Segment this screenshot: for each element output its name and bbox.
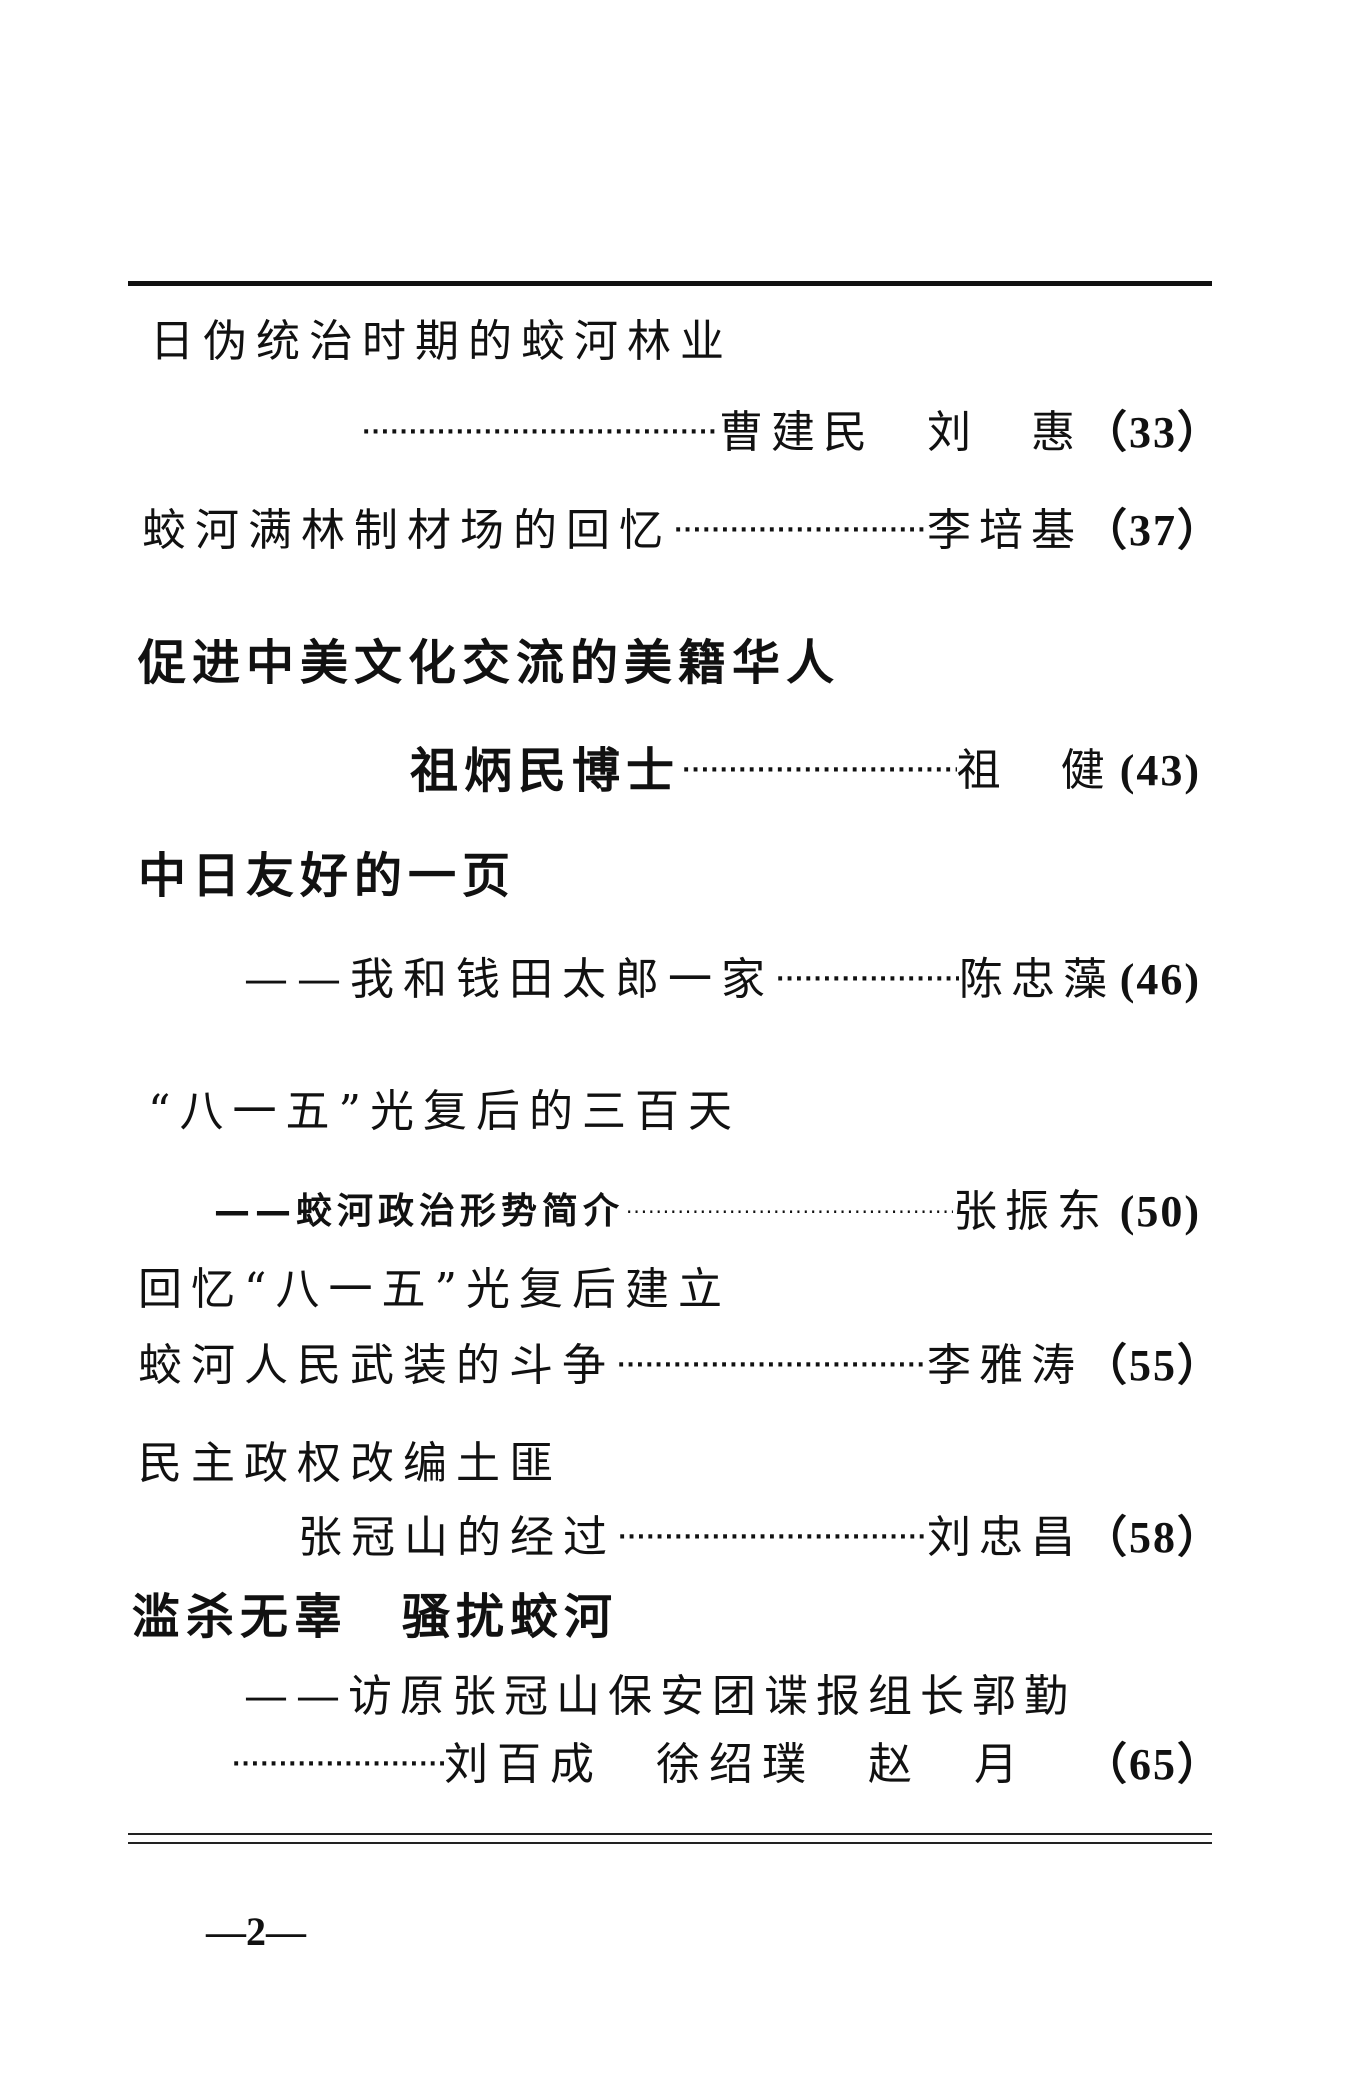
toc-entry-byline[interactable]: 张冠山的经过 ·································… [298,1515,1223,1561]
toc-entry-authors: 祖 健 [956,745,1113,796]
toc-entry-title[interactable]: 民主政权改编土匪 [138,1438,562,1489]
leader-dots: ········································… [682,760,957,782]
toc-entry-page: （37） [1083,506,1223,555]
bottom-rule [128,1833,1212,1835]
toc-entry-page: （55） [1083,1341,1223,1390]
toc-entry-title[interactable]: 滥杀无辜 骚扰蛟河 [132,1589,619,1645]
toc-entry-byline[interactable]: ········································… [360,410,1223,456]
toc-entry-authors: 刘忠昌 [927,1512,1083,1563]
toc-entry-byline[interactable]: ········································… [230,1742,1223,1788]
toc-entry-subtitle: ——蛟河政治形势简介 [214,1191,625,1232]
toc-entry-page: （58） [1083,1513,1223,1562]
toc-entry-page: （33） [1083,408,1223,457]
toc-entry-title-continued: 祖炳民博士 [410,743,681,799]
toc-entry-title[interactable]: 中日友好的一页 [138,848,517,904]
toc-entry-authors: 陈忠藻 [959,954,1116,1005]
toc-entry-title: 蛟河满林制材场的回忆 [142,505,672,556]
toc-entry-byline[interactable]: ——蛟河政治形势简介 ·····························… [214,1190,1201,1234]
toc-entry-authors: 李培基 [927,505,1083,556]
toc-entry-subtitle: ——我和钱田太郎一家 [244,954,774,1005]
toc-entry-byline[interactable]: ——我和钱田太郎一家 ·····························… [244,957,1201,1003]
toc-entry-subtitle: ——访原张冠山保安团谍报组长郭勤 [244,1671,1076,1722]
toc-entry-page: (46) [1119,955,1201,1004]
toc-entry-byline[interactable]: 蛟河人民武装的斗争 ······························… [138,1343,1223,1389]
leader-dots: ········································… [362,422,719,444]
toc-entry-byline[interactable]: 祖炳民博士 ··································… [410,746,1201,796]
toc-entry-title[interactable]: 回忆“八一五”光复后建立 [138,1264,731,1315]
leader-dots: ········································… [232,1754,444,1776]
toc-entry-authors: 刘百成 徐绍璞 赵 月 [444,1739,1027,1790]
leader-dots: ········································… [626,1202,953,1222]
toc-entry-page: (50) [1119,1187,1201,1236]
leader-dots: ········································… [617,1355,927,1377]
top-rule [128,281,1212,286]
toc-entry-title-continued: 蛟河人民武装的斗争 [138,1340,615,1391]
leader-dots: ········································… [618,1527,927,1549]
toc-entry-page: (43) [1119,746,1201,795]
page-number: —2— [206,1909,306,1954]
toc-entry-title[interactable]: 促进中美文化交流的美籍华人 [138,635,841,691]
toc-entry-page: （65） [1083,1740,1223,1789]
toc-entry-authors: 张振东 [953,1186,1110,1237]
leader-dots: ········································… [776,969,960,991]
bottom-rule [128,1842,1212,1844]
toc-entry[interactable]: 蛟河满林制材场的回忆 ·····························… [142,508,1223,554]
toc-entry-title[interactable]: 日伪统治时期的蛟河林业 [150,316,733,367]
toc-entry-title-continued: 张冠山的经过 [298,1512,616,1563]
toc-entry-authors: 曹建民 刘 惠 [719,407,1083,458]
leader-dots: ········································… [674,520,927,542]
toc-entry-authors: 李雅涛 [927,1340,1083,1391]
toc-entry-title[interactable]: “八一五”光复后的三百天 [148,1086,741,1137]
